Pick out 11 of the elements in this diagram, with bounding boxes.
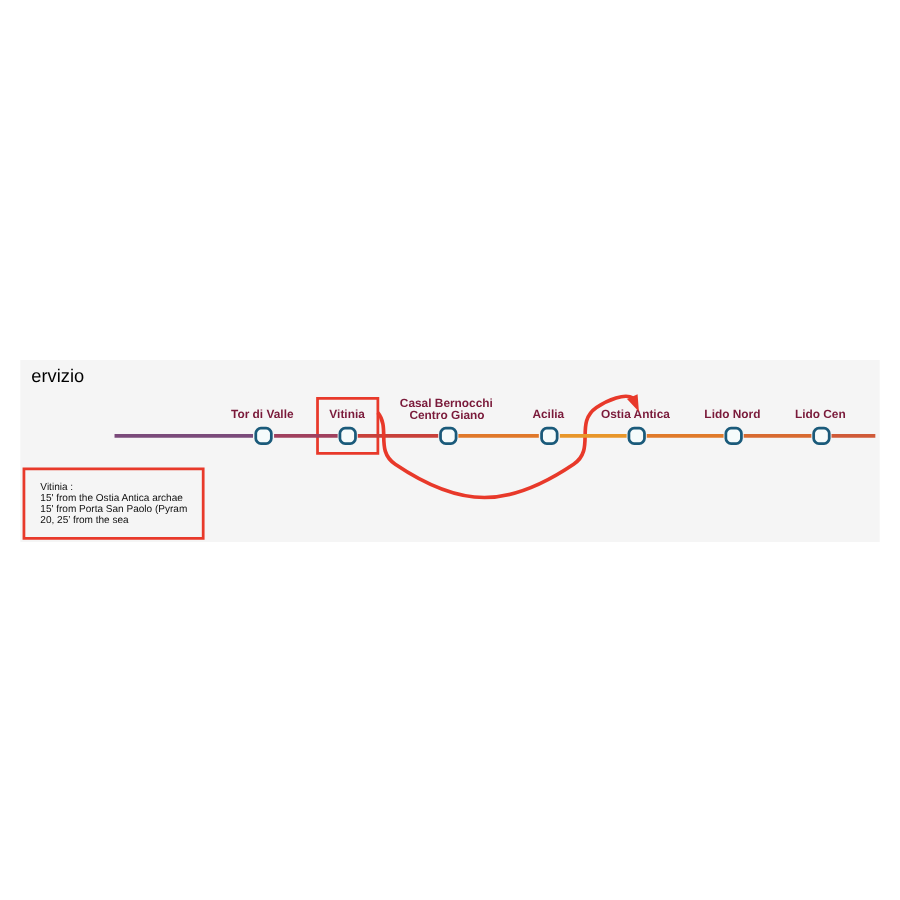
- diagram-title: ervizio: [31, 364, 85, 385]
- connector: [743, 433, 812, 437]
- connector: [357, 433, 439, 437]
- connector: [559, 433, 627, 437]
- connector: [274, 433, 338, 437]
- arrow: [376, 393, 639, 499]
- connector: [646, 433, 724, 437]
- connector: [831, 433, 876, 437]
- connector: [114, 433, 254, 437]
- cluster: [316, 396, 380, 454]
- connector: [458, 433, 539, 437]
